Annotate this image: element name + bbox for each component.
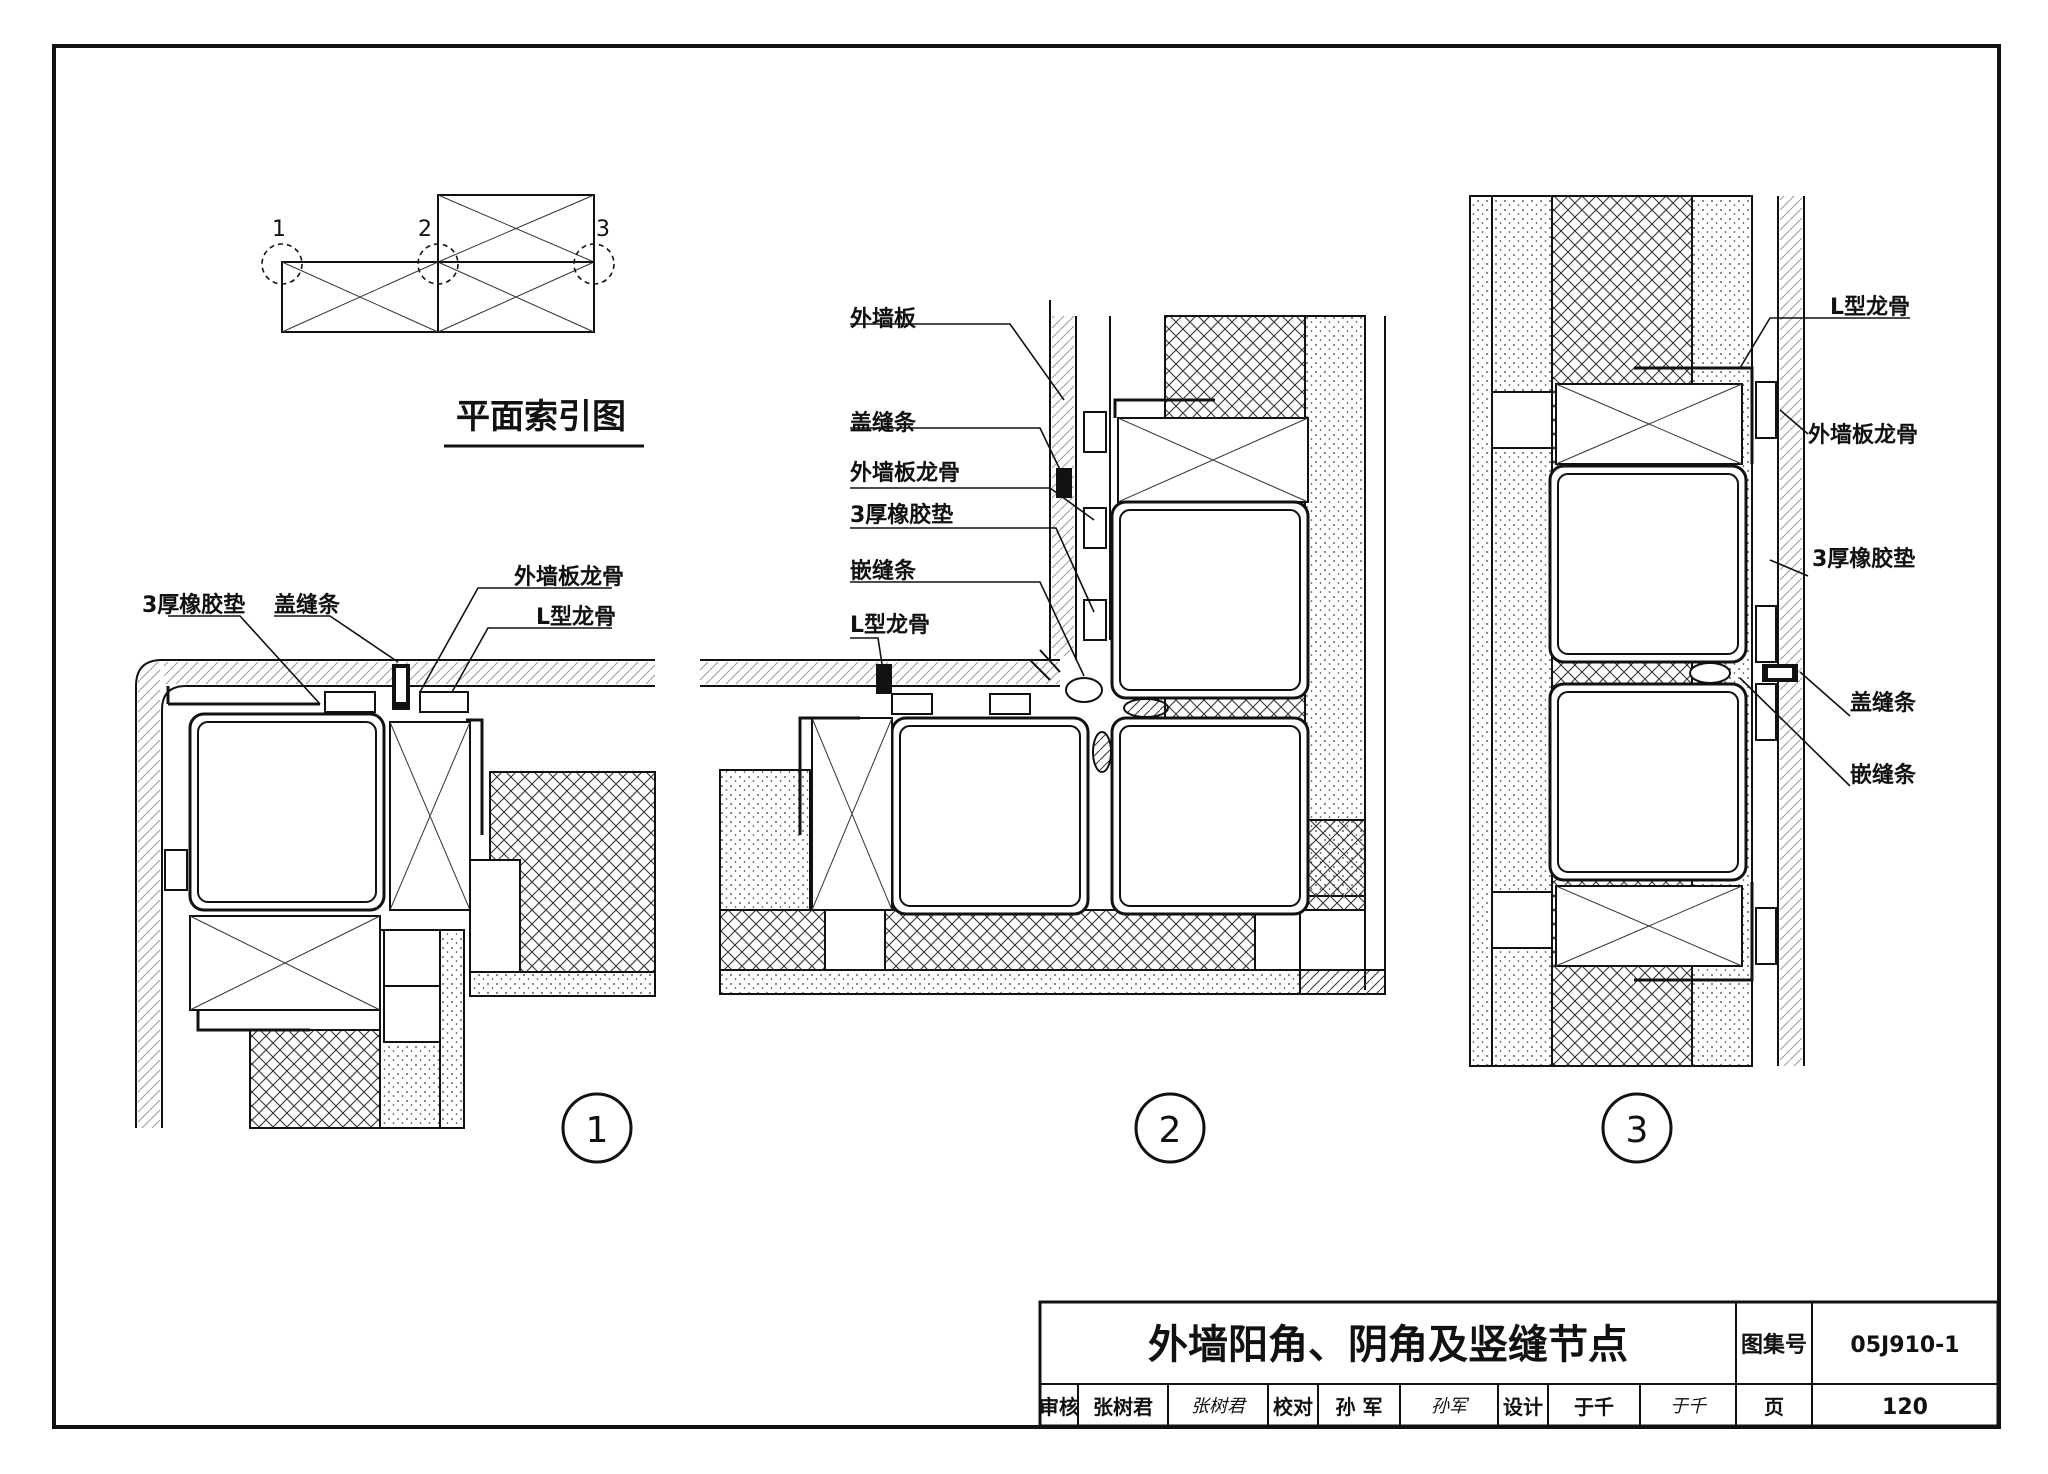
d3-label-joint-strip: 嵌缝条	[1850, 762, 1917, 788]
check-label: 校对	[1273, 1395, 1313, 1419]
detail-2-number-circle	[1134, 1092, 1206, 1164]
index-marker-1-circle	[261, 243, 303, 285]
detail-2-number: 2	[1159, 1110, 1182, 1151]
index-marker-3-circle	[573, 243, 615, 285]
page-label: 页	[1764, 1395, 1784, 1419]
d1-label-panel-keel: 外墙板龙骨	[514, 564, 624, 590]
d1-label-l-keel: L型龙骨	[536, 605, 616, 630]
d2-label-joint-strip: 嵌缝条	[850, 558, 917, 584]
checker-name: 孙 军	[1336, 1395, 1383, 1419]
index-marker-2: 2	[418, 217, 432, 242]
reviewer-signature: 张树君	[1191, 1396, 1247, 1417]
drawing-title: 外墙阳角、阴角及竖缝节点	[1148, 1322, 1628, 1368]
d2-label-rubber-pad: 3厚橡胶垫	[850, 502, 953, 528]
d1-label-rubber-pad: 3厚橡胶垫	[142, 592, 245, 618]
designer-signature: 于千	[1670, 1396, 1708, 1417]
d2-label-cover-strip: 盖缝条	[850, 410, 917, 436]
d2-label-wall-panel: 外墙板	[850, 306, 917, 332]
index-marker-2-circle	[417, 243, 459, 285]
atlas-number: 05J910-1	[1850, 1333, 1959, 1358]
d3-label-rubber-pad: 3厚橡胶垫	[1812, 546, 1915, 572]
detail-3: L型龙骨 外墙板龙骨 3厚橡胶垫 盖缝条 嵌缝条 3	[1469, 195, 1918, 1164]
detail-3-number: 3	[1626, 1110, 1649, 1151]
checker-signature: 孙军	[1431, 1396, 1470, 1417]
title-block: 外墙阳角、阴角及竖缝节点 图集号 05J910-1 审核 张树君 张树君 校对 …	[1038, 1300, 2000, 1428]
index-marker-1: 1	[272, 217, 286, 242]
d2-label-l-keel: L型龙骨	[850, 613, 930, 638]
index-plan: 1 2 3 平面索引图	[261, 194, 644, 448]
review-label: 审核	[1039, 1395, 1079, 1419]
d3-label-l-keel: L型龙骨	[1830, 295, 1910, 320]
index-marker-3: 3	[596, 217, 610, 242]
detail-1-number-circle	[561, 1092, 633, 1164]
atlas-label: 图集号	[1741, 1332, 1807, 1358]
design-label: 设计	[1503, 1395, 1543, 1419]
reviewer-name: 张树君	[1093, 1395, 1153, 1419]
detail-3-number-circle	[1601, 1092, 1673, 1164]
index-plan-title: 平面索引图	[456, 397, 626, 437]
d1-label-cover-strip: 盖缝条	[274, 592, 341, 618]
d2-label-panel-keel: 外墙板龙骨	[850, 460, 960, 486]
designer-name: 于千	[1574, 1395, 1614, 1419]
detail-2: 外墙板 盖缝条 外墙板龙骨 3厚橡胶垫 嵌缝条 L型龙骨 2	[700, 300, 1386, 1164]
page-number: 120	[1882, 1395, 1928, 1420]
d3-label-panel-keel: 外墙板龙骨	[1808, 422, 1918, 448]
d3-label-cover-strip: 盖缝条	[1850, 690, 1917, 716]
sheet-border	[52, 44, 2001, 1429]
detail-1-number: 1	[586, 1110, 609, 1151]
detail-1: 3厚橡胶垫 盖缝条 外墙板龙骨 L型龙骨 1	[135, 564, 656, 1164]
